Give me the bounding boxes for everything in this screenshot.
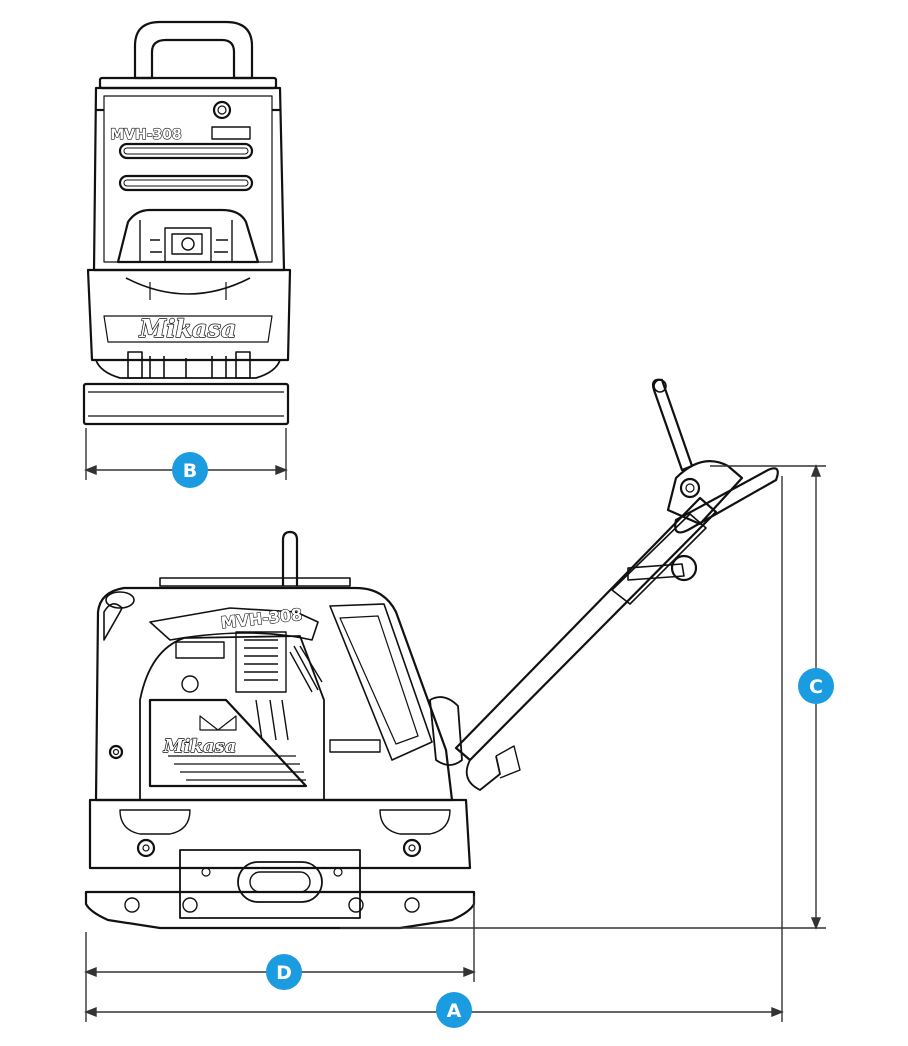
side-handle-head bbox=[666, 460, 744, 526]
front-lifting-handle bbox=[133, 20, 254, 80]
badge-b: B bbox=[172, 452, 208, 488]
label-d: D bbox=[276, 962, 292, 984]
front-lower-body bbox=[86, 268, 292, 362]
side-base-plate bbox=[84, 890, 476, 930]
badge-d: D bbox=[266, 954, 302, 990]
dimension-a bbox=[84, 476, 784, 1022]
side-throttle-lever bbox=[651, 378, 694, 472]
badge-a: A bbox=[436, 992, 472, 1028]
front-base-plate bbox=[82, 382, 290, 426]
label-b: B bbox=[183, 460, 197, 482]
front-view: Mikasa MVH-308 bbox=[82, 20, 292, 426]
side-engine-housing bbox=[94, 586, 454, 802]
front-brand-logo: Mikasa bbox=[139, 314, 237, 343]
side-lower-chassis bbox=[88, 798, 472, 870]
side-handle-grip bbox=[674, 467, 779, 534]
side-brand-logo: Mikasa bbox=[163, 736, 237, 757]
side-exciter-window bbox=[237, 861, 323, 903]
front-model-label: MVH-308 bbox=[110, 127, 182, 143]
badge-c: C bbox=[798, 668, 834, 704]
label-c: C bbox=[809, 676, 823, 698]
fuel-cap bbox=[212, 100, 232, 120]
front-top-frame bbox=[98, 76, 278, 90]
side-exhaust-pipe bbox=[281, 530, 299, 586]
side-belt-cover bbox=[148, 698, 308, 788]
side-engine-opening bbox=[139, 635, 325, 801]
front-engine-window bbox=[116, 208, 260, 264]
label-a: A bbox=[447, 1000, 462, 1022]
side-guide-handle-bar bbox=[454, 496, 718, 762]
dimension-c bbox=[340, 464, 826, 930]
